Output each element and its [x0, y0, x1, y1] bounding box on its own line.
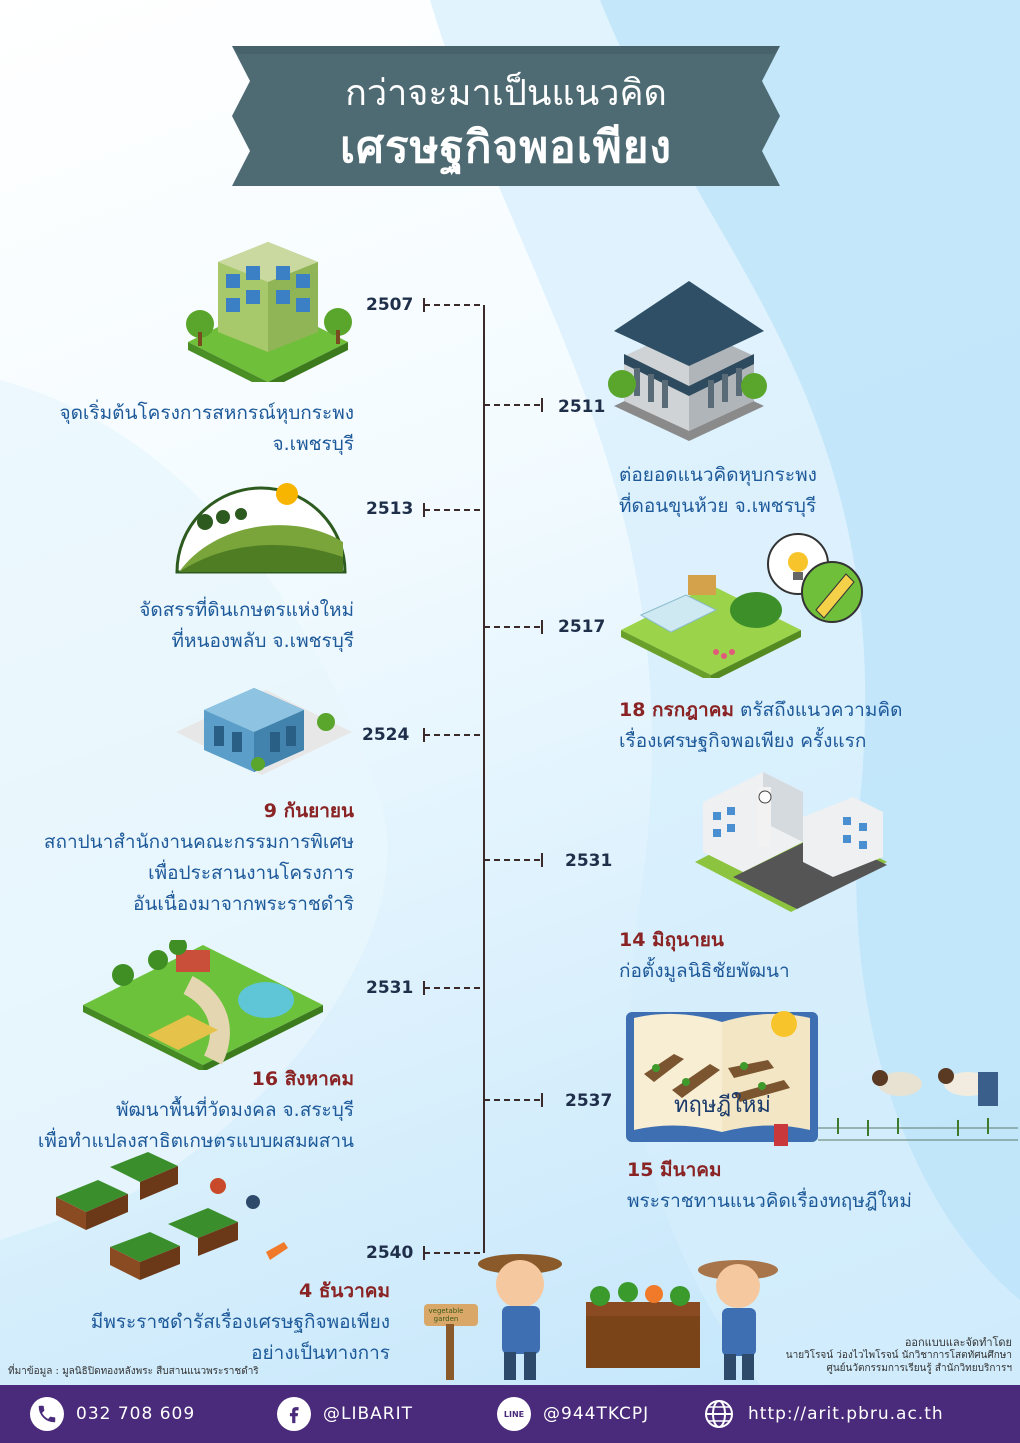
event-caption: 18 กรกฎาคม ตรัสถึงแนวความคิด เรื่องเศรษฐ… [619, 699, 903, 752]
event-caption: ต่อยอดแนวคิดหุบกระพง ที่ดอนขุนห้วย จ.เพช… [619, 464, 817, 517]
title-line-1: กว่าจะมาเป็นแนวคิด [345, 73, 667, 114]
globe-icon [702, 1397, 736, 1431]
event-date: 14 มิถุนายน [619, 929, 724, 951]
year-label: 2540 [366, 1243, 414, 1263]
year-label: 2517 [558, 617, 606, 637]
footer-bar: 032 708 609 @LIBARIT LINE @944TKCPJ http… [0, 1385, 1020, 1443]
navy-building-illustration [608, 281, 767, 441]
year-label: 2531 [565, 851, 613, 871]
vegetable-beds-illustration [56, 1152, 288, 1280]
footer-website[interactable]: http://arit.pbru.ac.th [702, 1397, 944, 1431]
garden-sign-label: vegetable garden [428, 1307, 464, 1323]
website-url: http://arit.pbru.ac.th [748, 1404, 944, 1424]
event-date: 16 สิงหาคม [251, 1068, 354, 1090]
event-date: 18 กรกฎาคม [619, 699, 734, 721]
footer-line[interactable]: LINE @944TKCPJ [497, 1397, 649, 1431]
event-caption: 15 มีนาคม พระราชทานแนวคิดเรื่องทฤษฎีใหม่ [627, 1155, 957, 1217]
facebook-icon [277, 1397, 311, 1431]
year-label: 2513 [366, 499, 414, 519]
farmland-illustration [175, 483, 347, 574]
event-date: 15 มีนาคม [627, 1159, 722, 1181]
line-id: @944TKCPJ [543, 1404, 650, 1424]
school-building-illustration [695, 772, 887, 912]
year-label: 2511 [558, 397, 606, 417]
data-source: ที่มาข้อมูล : มูลนิธิปิดทองหลังพระ สืบสา… [8, 1366, 259, 1377]
rice-planting-illustration [818, 1068, 1018, 1141]
title-line-2: เศรษฐกิจพอเพียง [339, 122, 673, 173]
banner-shape [232, 46, 780, 186]
event-caption: 9 กันยายน สถาปนาสำนักงานคณะกรรมการพิเศษ … [20, 796, 354, 920]
event-caption: 4 ธันวาคม มีพระราชดำรัสเรื่องเศรษฐกิจพอเ… [20, 1276, 390, 1369]
event-date: 9 กันยายน [263, 800, 354, 822]
blue-office-illustration [176, 688, 352, 775]
idea-pencil-icon [767, 533, 863, 623]
event-caption: 16 สิงหาคม พัฒนาพื้นที่วัดมงคล จ.สระบุรี… [20, 1064, 354, 1157]
credit-block: ออกแบบและจัดทำโดย นายวิโรจน์ ว่องไวไพโรจ… [785, 1336, 1012, 1374]
title-banner: กว่าจะมาเป็นแนวคิด เศรษฐกิจพอเพียง [232, 46, 780, 186]
phone-number: 032 708 609 [76, 1404, 196, 1424]
book-label: ทฤษฎีใหม่ [674, 1093, 771, 1118]
year-label: 2531 [366, 978, 414, 998]
event-caption: จัดสรรที่ดินเกษตรแห่งใหม่ ที่หนองพลับ จ.… [139, 599, 354, 652]
line-app-icon: LINE [497, 1397, 531, 1431]
facebook-handle: @LIBARIT [323, 1404, 413, 1424]
event-date: 4 ธันวาคม [299, 1280, 390, 1302]
year-label: 2537 [565, 1091, 613, 1111]
farmers-illustration [424, 1254, 778, 1380]
footer-phone[interactable]: 032 708 609 [30, 1397, 195, 1431]
footer-facebook[interactable]: @LIBARIT [277, 1397, 413, 1431]
event-caption: 14 มิถุนายน ก่อตั้งมูลนิธิชัยพัฒนา [619, 925, 919, 987]
open-book-illustration [626, 1011, 818, 1146]
greenhouse-farm-illustration [621, 575, 801, 678]
year-label: 2507 [366, 295, 414, 315]
year-label: 2524 [362, 725, 410, 745]
office-building-illustration [186, 242, 352, 382]
farm-pond-illustration [83, 940, 323, 1070]
phone-icon [30, 1397, 64, 1431]
event-caption: จุดเริ่มต้นโครงการสหกรณ์หุบกระพง จ.เพชรบ… [59, 402, 354, 455]
